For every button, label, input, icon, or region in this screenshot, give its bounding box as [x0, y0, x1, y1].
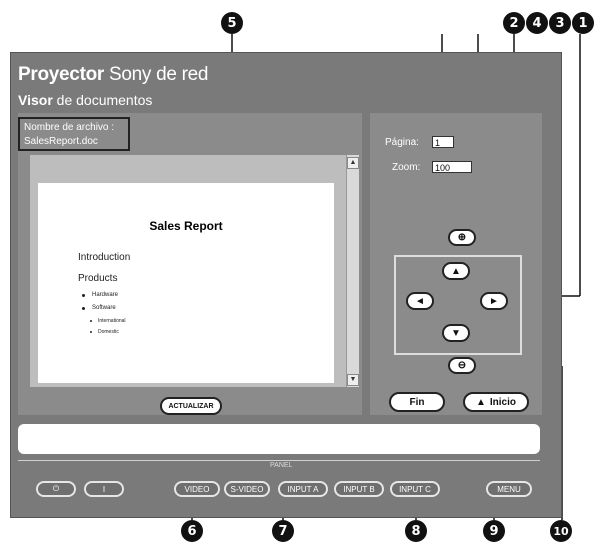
s-video-button[interactable]: S-VIDEO: [224, 481, 270, 497]
callout-10: 10: [550, 520, 572, 542]
pan-controls: [394, 255, 522, 355]
page-select[interactable]: 1: [432, 136, 454, 148]
scroll-up-icon[interactable]: ▲: [347, 157, 359, 169]
bullet-icon: [90, 320, 92, 322]
bullet-icon: [82, 294, 85, 297]
pan-right-button[interactable]: ►: [480, 292, 508, 310]
page-label: Página:: [385, 137, 419, 148]
input-a-button[interactable]: INPUT A: [278, 481, 328, 497]
document-line: Products: [78, 273, 118, 284]
callout-4: 4: [526, 12, 548, 34]
subtitle-bold: Visor: [18, 92, 53, 108]
power-button[interactable]: ⏻: [36, 481, 76, 497]
subtitle-rest: de documentos: [52, 92, 153, 108]
callout-6: 6: [181, 520, 203, 542]
panel-label: PANEL: [270, 462, 293, 469]
standby-button[interactable]: I: [84, 481, 124, 497]
callout-8: 8: [405, 520, 427, 542]
callout-3: 3: [549, 12, 571, 34]
window-title: Proyector Sony de red: [18, 64, 208, 86]
callout-2: 2: [503, 12, 525, 34]
zoom-label: Zoom:: [392, 162, 421, 173]
bullet-icon: [82, 307, 85, 310]
callout-9: 9: [483, 520, 505, 542]
start-button[interactable]: ▲Inicio: [463, 392, 529, 412]
panel-divider: [18, 460, 540, 461]
input-b-button[interactable]: INPUT B: [334, 481, 384, 497]
video-button[interactable]: VIDEO: [174, 481, 220, 497]
document-line: International: [98, 318, 126, 324]
zoom-out-button[interactable]: ⊖: [448, 357, 476, 374]
scroll-down-icon[interactable]: ▼: [347, 374, 359, 386]
zoom-in-button[interactable]: ⊕: [448, 229, 476, 246]
refresh-button[interactable]: ACTUALIZAR: [160, 397, 222, 415]
document-line: Introduction: [78, 252, 131, 263]
document-line: Hardware: [92, 292, 119, 298]
document-title: Sales Report: [149, 219, 223, 233]
vertical-scrollbar[interactable]: [346, 155, 359, 387]
pan-left-button[interactable]: ◄: [406, 292, 434, 310]
message-bar: [18, 424, 540, 454]
zoom-in-icon: ⊕: [457, 232, 467, 243]
filename-value: SalesReport.doc: [24, 136, 98, 147]
callout-7: 7: [272, 520, 294, 542]
pan-down-button[interactable]: ▼: [442, 324, 470, 342]
bullet-icon: [90, 331, 92, 333]
input-c-button[interactable]: INPUT C: [390, 481, 440, 497]
title-bold: Proyector: [18, 64, 105, 85]
triangle-up-icon: ▲: [475, 396, 486, 408]
filename-label: Nombre de archivo :: [24, 122, 115, 133]
pan-up-button[interactable]: ▲: [442, 262, 470, 280]
zoom-select[interactable]: 100: [432, 161, 472, 173]
window-subtitle: Visor de documentos: [18, 92, 152, 108]
menu-button[interactable]: MENU: [486, 481, 532, 497]
callout-1: 1: [572, 12, 594, 34]
document-page: [38, 183, 334, 383]
title-rest: Sony de red: [104, 64, 209, 85]
end-button[interactable]: Fin: [389, 392, 445, 412]
document-line: Software: [92, 305, 116, 311]
document-line: Domestic: [98, 329, 119, 335]
start-button-label: Inicio: [489, 396, 517, 408]
filename-box: Nombre de archivo : SalesReport.doc: [18, 117, 130, 151]
zoom-out-icon: ⊖: [457, 360, 467, 371]
callout-5: 5: [221, 12, 243, 34]
